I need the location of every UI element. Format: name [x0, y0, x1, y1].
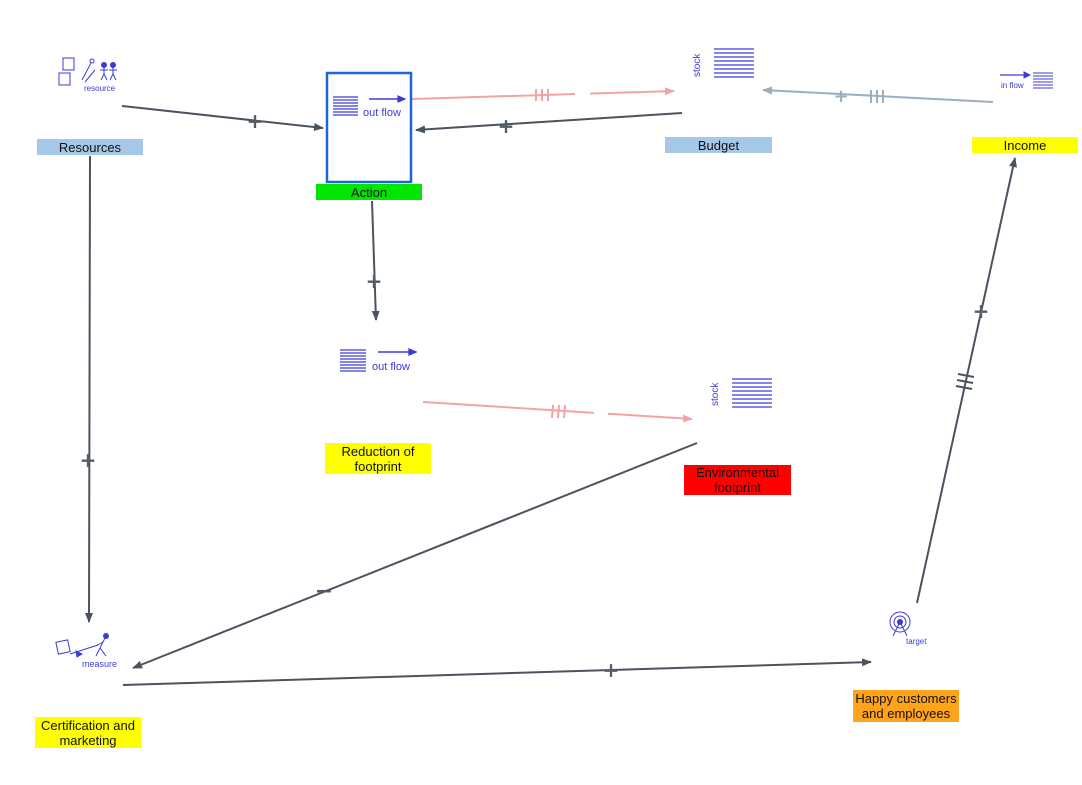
polarity-sign: + [80, 448, 97, 472]
link-happy-to-income[interactable]: + [916, 157, 1017, 604]
measure-icon[interactable] [55, 633, 109, 658]
node-income[interactable]: Income [972, 137, 1078, 153]
inflow-icon-label: in flow [1001, 81, 1024, 90]
action-selection-frame[interactable] [325, 71, 413, 184]
stock-icon-label: stock [710, 382, 721, 406]
polarity-sign: + [833, 86, 848, 107]
node-label: Income [1003, 137, 1047, 153]
stock-icon[interactable] [714, 48, 754, 78]
node-reduction-of-footprint[interactable]: Reduction of footprint [325, 443, 431, 474]
node-label: Happy customers and employees [855, 691, 957, 721]
link-resources-to-action[interactable]: + [121, 105, 324, 133]
node-label: Reduction of footprint [341, 443, 415, 474]
stock-icon-label: stock [692, 53, 703, 77]
node-environmental-footprint[interactable]: Environmental footprint [684, 465, 791, 495]
stock-icon[interactable] [732, 378, 772, 408]
polarity-sign: − [315, 579, 333, 604]
outflow-icon[interactable] [340, 348, 418, 372]
target-icon-label: target [906, 637, 927, 646]
link-budget-to-action[interactable]: + [415, 112, 683, 138]
polarity-sign: + [498, 114, 515, 138]
polarity-sign: + [603, 658, 620, 682]
node-certification-and-marketing[interactable]: Certification and marketing [35, 717, 141, 748]
node-happy-customers[interactable]: Happy customers and employees [853, 690, 959, 722]
polarity-sign: + [973, 299, 990, 323]
node-label: Resources [58, 139, 122, 155]
target-icon[interactable] [889, 611, 911, 637]
link-resources-to-certification[interactable]: + [80, 155, 97, 623]
outflow-icon[interactable] [333, 95, 407, 116]
link-certification-to-happy[interactable]: + [122, 658, 872, 686]
delay-mark [551, 404, 566, 419]
link-reduction-to-environmental[interactable] [422, 401, 693, 423]
inflow-icon[interactable] [1000, 71, 1053, 89]
node-resources[interactable]: Resources [37, 139, 143, 155]
link-action-to-budget[interactable] [411, 87, 675, 101]
polarity-sign: + [366, 269, 383, 293]
node-label: Environmental footprint [695, 465, 780, 495]
node-label: Certification and marketing [41, 717, 135, 748]
link-income-to-budget[interactable]: + [762, 86, 994, 107]
link-action-to-reduction[interactable]: + [366, 200, 383, 321]
node-label: Budget [697, 137, 740, 153]
outflow-icon-label: out flow [372, 361, 410, 373]
node-label: Action [350, 184, 388, 200]
measure-icon-label: measure [82, 659, 117, 669]
node-action[interactable]: Action [316, 184, 422, 200]
node-budget[interactable]: Budget [665, 137, 772, 153]
link-environmental-to-certification[interactable]: − [132, 442, 698, 669]
delay-mark [870, 90, 884, 103]
delay-mark [955, 373, 975, 390]
resource-icon[interactable] [58, 57, 117, 86]
outflow-icon-label: out flow [363, 107, 401, 119]
polarity-sign: + [247, 109, 264, 133]
delay-mark [535, 89, 549, 101]
resource-icon-label: resource [84, 84, 116, 93]
